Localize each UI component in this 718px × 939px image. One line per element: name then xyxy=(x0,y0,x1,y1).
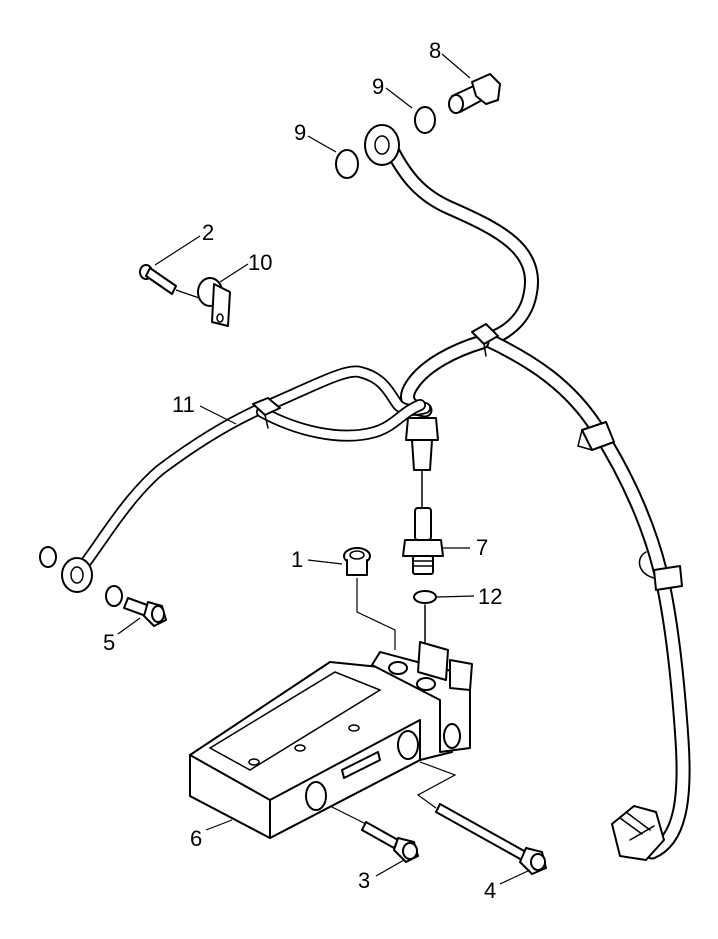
sensor-7 xyxy=(402,507,444,575)
callout-1: 1 xyxy=(291,547,303,572)
upper-hose xyxy=(384,142,539,348)
plug-1 xyxy=(343,547,371,576)
callout-2: 2 xyxy=(202,220,214,245)
washer-9-lower xyxy=(335,149,359,179)
callout-5: 5 xyxy=(103,630,115,655)
washer-left-a xyxy=(39,546,57,568)
callout-9-lower: 9 xyxy=(294,120,306,145)
bolt-2 xyxy=(139,264,177,295)
callout-10: 10 xyxy=(248,250,272,275)
left-tube xyxy=(74,365,431,576)
callout-4: 4 xyxy=(484,878,496,903)
callout-3: 3 xyxy=(358,868,370,893)
left-banjo xyxy=(61,557,93,593)
right-hose xyxy=(480,332,691,860)
clip-10 xyxy=(197,277,231,327)
bolt-3 xyxy=(361,821,419,863)
callout-8: 8 xyxy=(429,38,441,63)
bolt-5 xyxy=(123,597,167,627)
hose-clamp-left xyxy=(252,397,281,429)
hose-clamp-junction xyxy=(471,323,499,357)
hose-clamp-lower xyxy=(638,551,683,591)
callout-12: 12 xyxy=(478,584,502,609)
hose-connector xyxy=(611,805,665,861)
callout-9-upper: 9 xyxy=(372,74,384,99)
leader-lines xyxy=(117,53,531,885)
washer-9-upper xyxy=(414,106,436,134)
washer-left-b xyxy=(105,585,123,607)
callout-6: 6 xyxy=(190,826,202,851)
bracket-6 xyxy=(189,641,473,839)
bolt-4 xyxy=(435,803,547,875)
hose-clamp-right xyxy=(577,421,615,451)
callout-7: 7 xyxy=(476,535,488,560)
upper-banjo xyxy=(364,124,400,166)
callout-11: 11 xyxy=(172,392,195,417)
banjo-bolt-8 xyxy=(448,73,501,114)
o-ring-12 xyxy=(413,590,437,604)
sensor-fitting xyxy=(405,417,439,511)
